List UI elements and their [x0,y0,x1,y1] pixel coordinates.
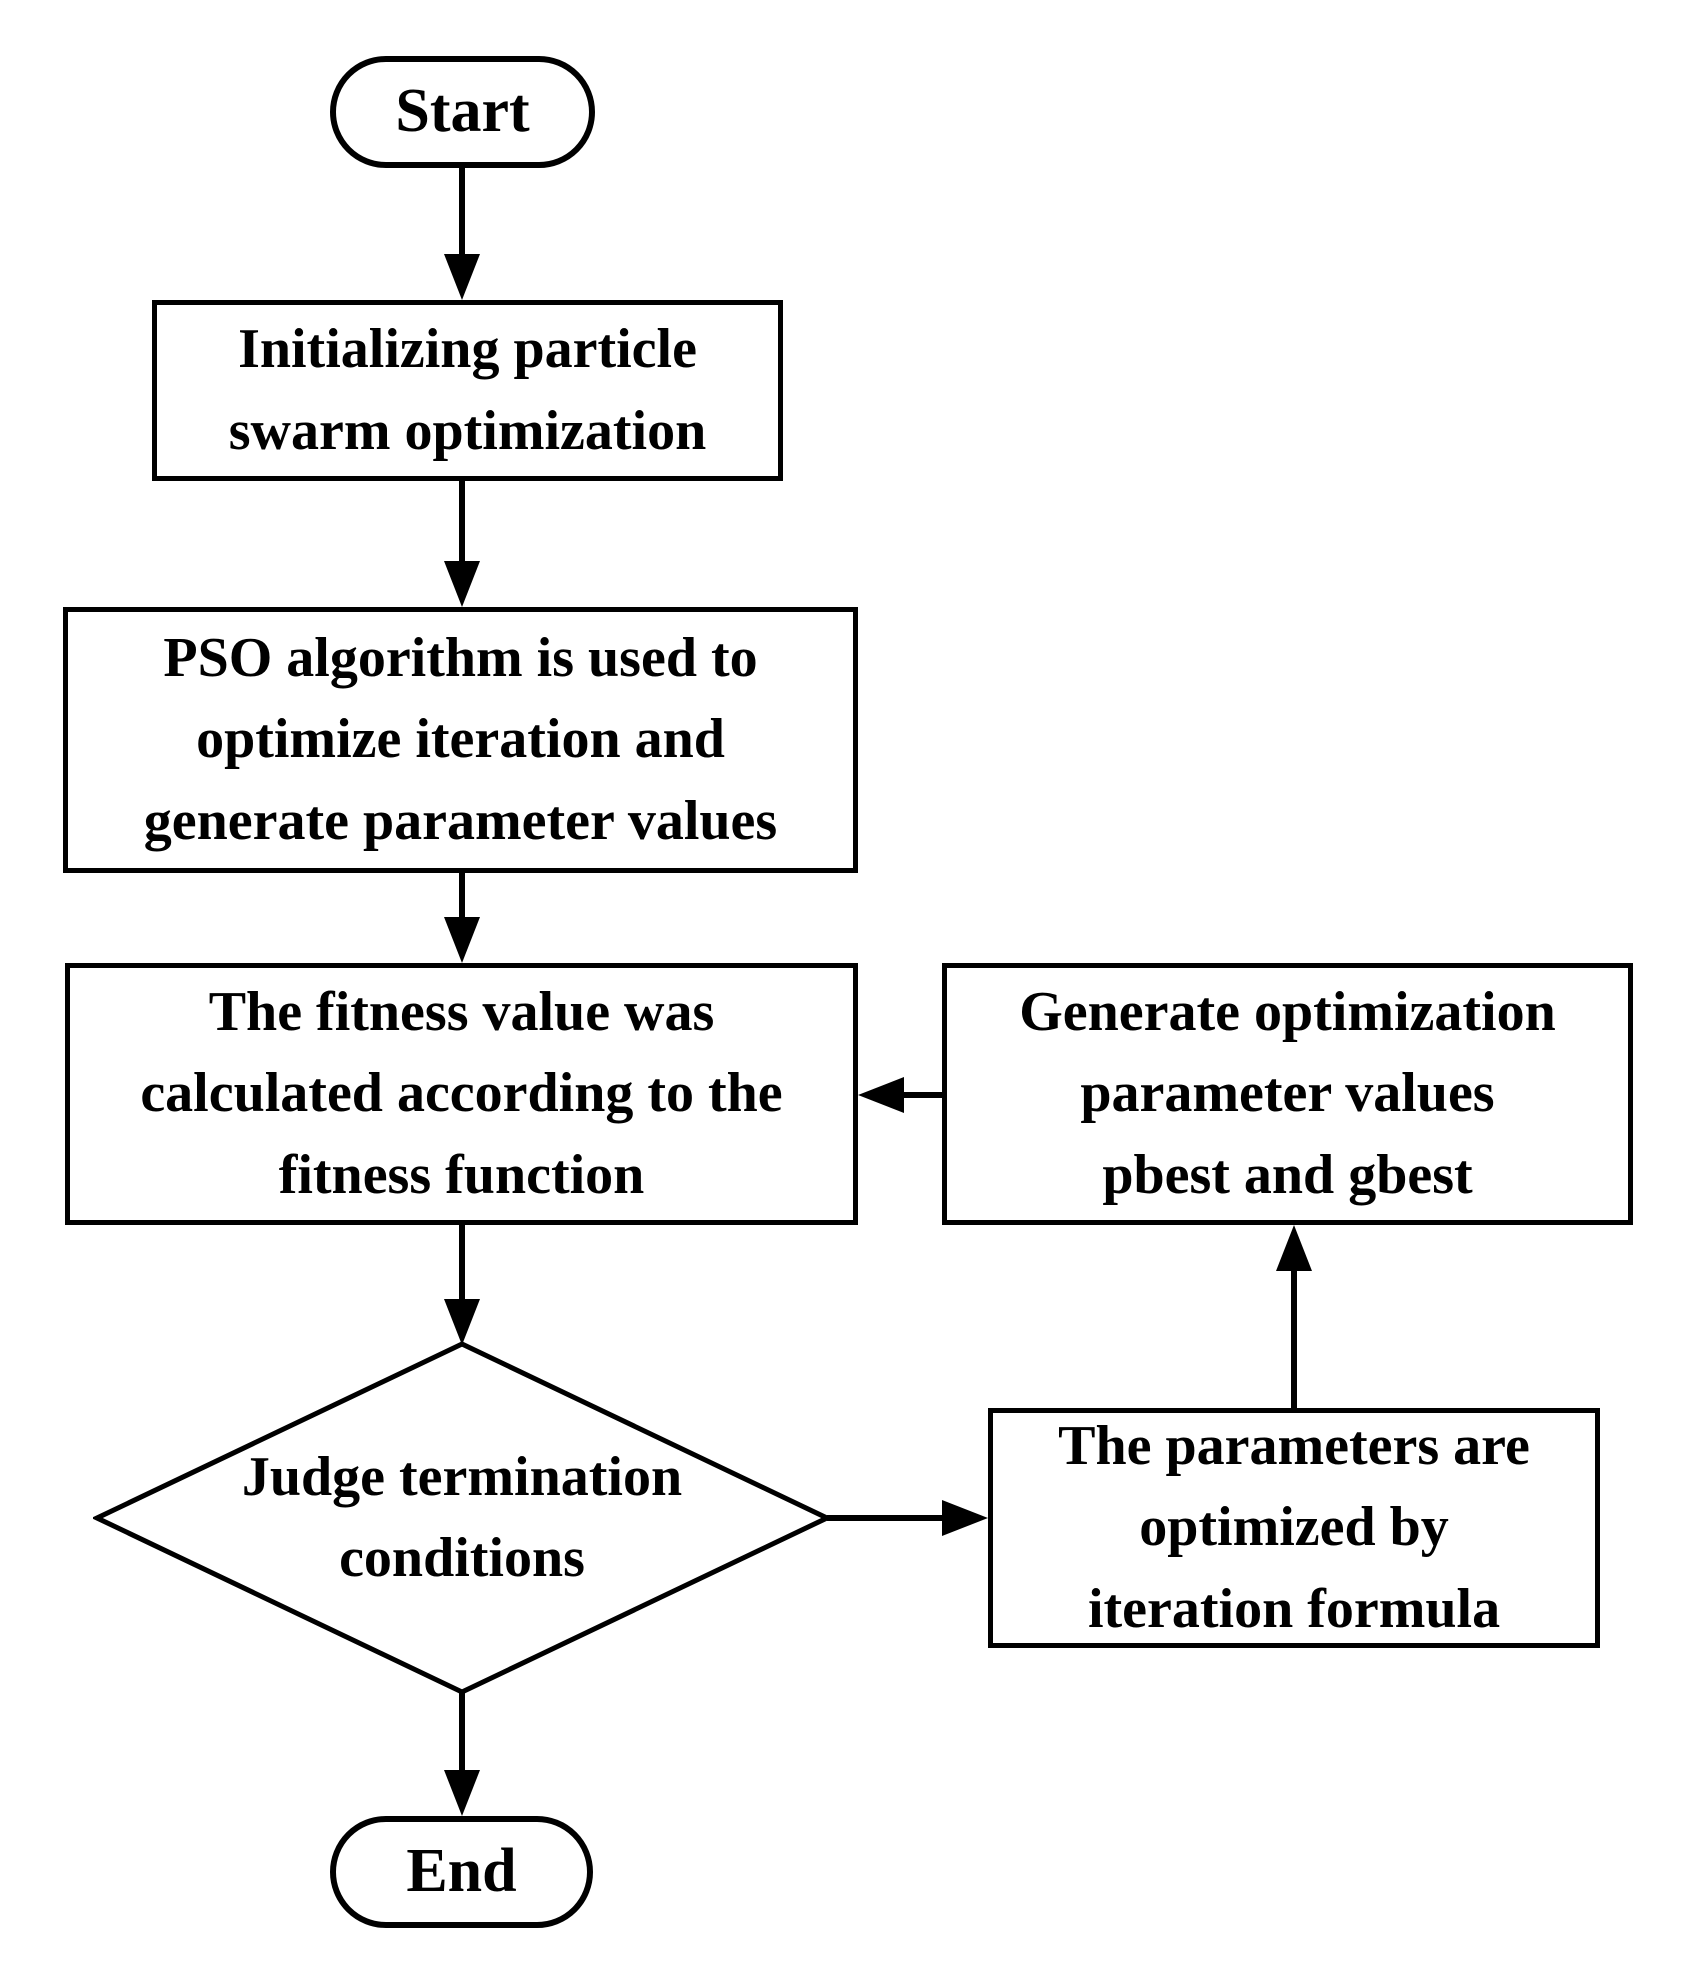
edge-start-init-arrowhead [444,254,480,300]
node-end-label: End [406,1837,517,1906]
node-start-label: Start [395,77,530,146]
edge-judge-iterate-arrowhead [942,1500,988,1536]
node-pso-algorithm: PSO algorithm is used to optimize iterat… [63,607,858,873]
node-generate-parameters: Generate optimization parameter values p… [942,963,1633,1225]
node-generate-parameters-label: Generate optimization parameter values p… [1019,981,1556,1206]
edge-judge-end-arrowhead [444,1770,480,1816]
node-iteration-formula: The parameters are optimized by iteratio… [988,1408,1600,1648]
edge-pso-fitness-line [459,873,465,919]
edge-init-pso-line [459,481,465,563]
node-fitness-value-label: The fitness value was calculated accordi… [140,981,783,1206]
node-iteration-formula-label: The parameters are optimized by iteratio… [1058,1415,1530,1640]
edge-fitness-judge-arrowhead [444,1299,480,1345]
node-pso-algorithm-label: PSO algorithm is used to optimize iterat… [143,627,778,852]
node-initializing: Initializing particle swarm optimization [152,300,783,481]
edge-pso-fitness-arrowhead [444,917,480,963]
edge-judge-end-line [459,1692,465,1772]
edge-generate-fitness-line [904,1092,942,1098]
node-fitness-value: The fitness value was calculated accordi… [65,963,858,1225]
node-initializing-label: Initializing particle swarm optimization [228,318,707,462]
edge-judge-iterate-line [827,1515,944,1521]
edge-generate-fitness-arrowhead [858,1077,904,1113]
edge-init-pso-arrowhead [444,561,480,607]
node-start: Start [330,56,595,168]
edge-iterate-generate-arrowhead [1276,1225,1312,1271]
edge-start-init-line [459,166,465,258]
node-judge-termination-label: Judge termination conditions [241,1445,683,1589]
node-end: End [330,1816,593,1928]
node-judge-termination: Judge termination conditions [93,1340,831,1696]
edge-iterate-generate-line [1291,1269,1297,1408]
edge-fitness-judge-line [459,1225,465,1301]
